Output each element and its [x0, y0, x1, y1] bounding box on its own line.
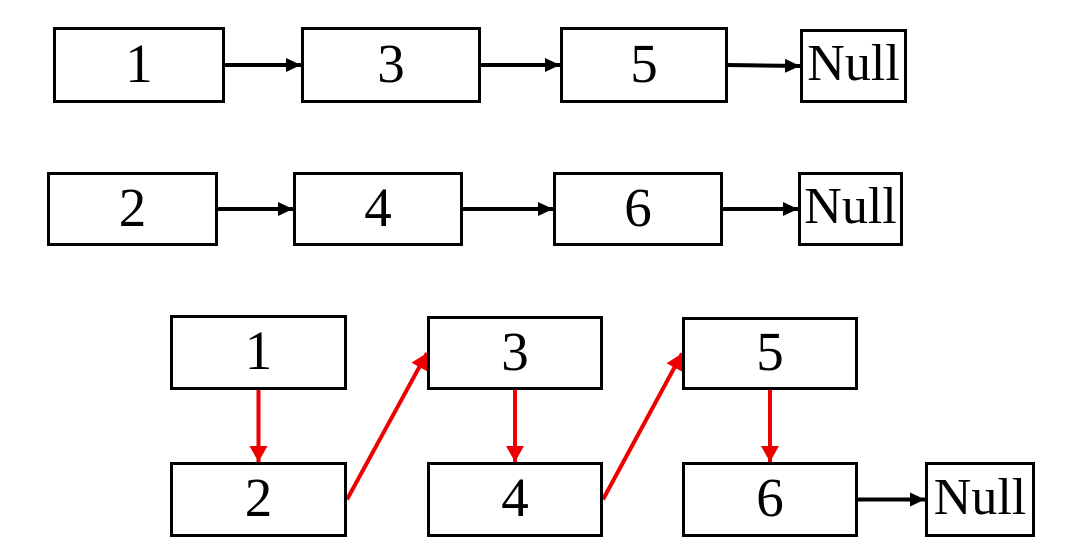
- node-merged-4: 4: [427, 462, 603, 537]
- node-label: 1: [125, 32, 153, 94]
- node-merged-5: 5: [682, 317, 858, 390]
- node-label: 4: [501, 467, 529, 528]
- node-label: 5: [630, 32, 658, 94]
- node-label: 2: [118, 176, 147, 238]
- node-label: 3: [501, 320, 529, 382]
- node-lista-5: 5: [560, 27, 728, 103]
- arrow-c2-to-c3: [345, 352, 429, 501]
- node-merged-1: 1: [170, 315, 347, 390]
- node-listb-null: Null: [798, 172, 903, 246]
- node-merged-6: 6: [682, 462, 858, 537]
- node-label: 2: [244, 467, 273, 528]
- node-label: 6: [624, 176, 652, 238]
- node-merged-2: 2: [170, 462, 347, 537]
- node-listb-4: 4: [293, 172, 463, 246]
- node-label: 6: [756, 467, 784, 528]
- node-lista-1: 1: [53, 27, 225, 103]
- node-label: 1: [244, 320, 273, 381]
- node-merged-null: Null: [925, 462, 1035, 537]
- node-label: Null: [933, 468, 1027, 526]
- node-listb-2: 2: [47, 172, 218, 246]
- node-listb-6: 6: [553, 172, 723, 246]
- node-lista-3: 3: [301, 27, 481, 103]
- node-lista-null: Null: [800, 29, 907, 103]
- node-label: 3: [377, 32, 405, 94]
- arrow-c4-to-c5: [601, 352, 684, 501]
- node-label: 4: [364, 176, 392, 238]
- node-merged-3: 3: [427, 316, 603, 390]
- node-label: Null: [807, 35, 900, 92]
- arrow-a5-to-an: [727, 58, 801, 73]
- node-label: 5: [756, 321, 784, 382]
- node-label: Null: [804, 178, 897, 235]
